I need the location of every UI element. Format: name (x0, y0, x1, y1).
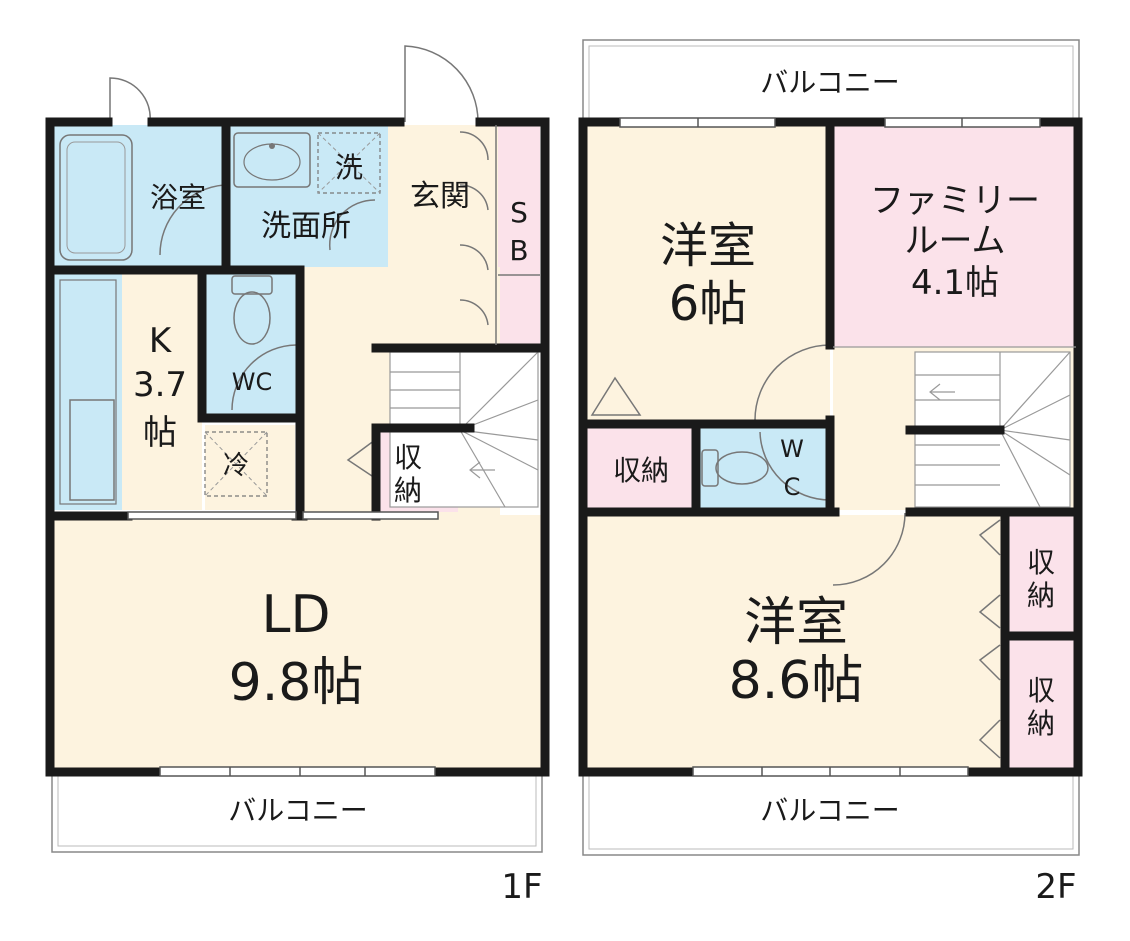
western-room-6 (587, 125, 830, 423)
entrance-label: 玄関 (410, 179, 470, 214)
kitchen-counter (52, 270, 122, 510)
bath-label: 浴室 (150, 181, 206, 214)
family-room-label-1: ファミリー (870, 181, 1040, 221)
closet-lower-label-2: 納 (1027, 707, 1055, 740)
closet-lower (1008, 640, 1076, 770)
toilet-2f-icon (701, 449, 769, 487)
storage-2f-left (587, 425, 694, 510)
shoe-box-label-b: B (509, 234, 528, 267)
closet-upper-label-1: 収 (1027, 546, 1055, 579)
shoe-box-label-s: S (510, 196, 528, 229)
windows-1f (127, 511, 439, 777)
storage-2f-left-label: 収納 (613, 454, 669, 487)
ld-room (52, 515, 542, 770)
door-swings-1f (109, 45, 489, 479)
kitchen-label: K (149, 321, 173, 361)
western-6-size: 6帖 (669, 276, 748, 332)
toilet-2f-label-c: C (784, 473, 801, 501)
balcony-2f-bottom-label: バルコニー (760, 794, 899, 827)
western-room-8 (587, 515, 1005, 770)
ld-size: 9.8帖 (229, 653, 364, 713)
floor-label-2f: 2F (1035, 867, 1076, 907)
closet-upper (1008, 515, 1076, 635)
washroom-label: 洗面所 (261, 209, 351, 244)
first-floor: 浴室 洗 洗面所 玄関 S B K 3.7 帖 WC 冷 収 納 LD 9.8帖… (45, 45, 550, 907)
western-8-size: 8.6帖 (729, 651, 864, 711)
washbasin-icon (233, 132, 311, 188)
kitchen (122, 270, 202, 510)
fridge-space (205, 425, 295, 510)
ld-label: LD (261, 585, 330, 645)
kitchen-sink-icon (59, 279, 117, 505)
fridge-label: 冷 (223, 451, 249, 481)
family-room (833, 125, 1076, 347)
western-6-label: 洋室 (660, 218, 756, 274)
family-room-size: 4.1帖 (911, 263, 999, 303)
storage-1f-label-1: 収 (394, 441, 422, 474)
kitchen-size: 3.7 (133, 365, 187, 405)
closet-lower-label-1: 収 (1027, 674, 1055, 707)
balcony-1f-label: バルコニー (228, 794, 367, 827)
western-8-label: 洋室 (744, 593, 848, 653)
storage-1f-label-2: 納 (394, 474, 422, 507)
toilet-icon (231, 275, 273, 345)
bathtub-icon (59, 134, 133, 261)
door-swings-2f (590, 344, 1001, 759)
balcony-2f-top-label: バルコニー (760, 66, 899, 99)
washer-space (317, 132, 381, 194)
fridge-icon (204, 431, 268, 497)
windows-2f (619, 117, 1041, 777)
toilet-2f-label-w: W (780, 435, 804, 463)
washer-label: 洗 (335, 151, 363, 184)
balcony-1f (51, 769, 543, 853)
family-room-label-2: ルーム (905, 221, 1006, 261)
bath-room (52, 125, 224, 267)
walls-1f (45, 117, 550, 777)
balcony-2f-top (582, 39, 1080, 123)
kitchen-unit: 帖 (143, 413, 177, 453)
closet-upper-label-2: 納 (1027, 579, 1055, 612)
second-floor: バルコニー 洋室 6帖 ファミリー ルーム 4.1帖 収納 W C 洋室 8.6… (578, 39, 1083, 907)
shoe-box (498, 125, 540, 345)
walls-2f (578, 117, 1083, 777)
washroom (228, 125, 388, 267)
toilet-1f-label: WC (232, 368, 273, 396)
floor-label-1f: 1F (501, 867, 542, 907)
